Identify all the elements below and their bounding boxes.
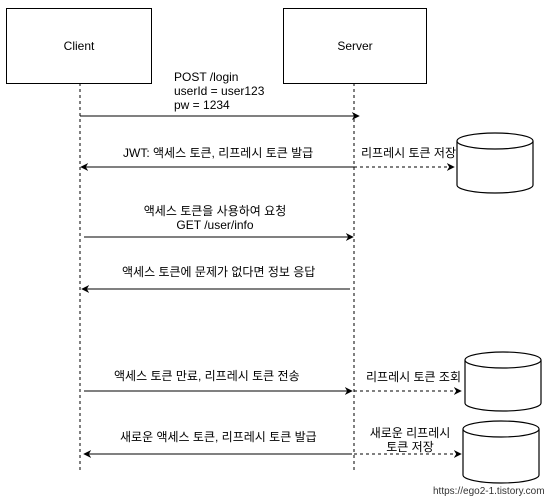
database-icon	[464, 351, 542, 412]
new-refresh-save-line: 토큰 저장	[386, 440, 434, 454]
request-message: 액세스 토큰을 사용하여 요청 GET /user/info	[115, 204, 315, 232]
new-refresh-save-message: 새로운 리프레시 토큰 저장	[360, 426, 460, 454]
database-icon	[456, 132, 534, 194]
login-line: POST /login	[174, 70, 239, 84]
server-actor: Server	[283, 8, 427, 84]
database-icon	[462, 420, 540, 484]
reissue-message: 새로운 액세스 토큰, 리프레시 토큰 발급	[120, 430, 317, 444]
refresh-save-message: 리프레시 토큰 저장	[361, 146, 456, 160]
new-refresh-save-line: 새로운 리프레시	[369, 426, 451, 440]
server-label: Server	[337, 39, 373, 53]
refresh-lookup-message: 리프레시 토큰 조회	[366, 370, 461, 384]
client-actor: Client	[6, 8, 152, 84]
login-line: userId = user123	[174, 84, 265, 98]
response-message: 액세스 토큰에 문제가 없다면 정보 응답	[122, 265, 316, 279]
login-line: pw = 1234	[174, 98, 230, 112]
login-message: POST /login userId = user123 pw = 1234	[174, 70, 264, 112]
jwt-issue-message: JWT: 액세스 토큰, 리프레시 토큰 발급	[123, 146, 314, 160]
expired-message: 액세스 토큰 만료, 리프레시 토큰 전송	[114, 369, 300, 383]
client-label: Client	[63, 39, 95, 53]
request-line: GET /user/info	[176, 218, 254, 232]
request-line: 액세스 토큰을 사용하여 요청	[143, 204, 287, 218]
watermark-text: https://ego2-1.tistory.com	[433, 486, 545, 497]
